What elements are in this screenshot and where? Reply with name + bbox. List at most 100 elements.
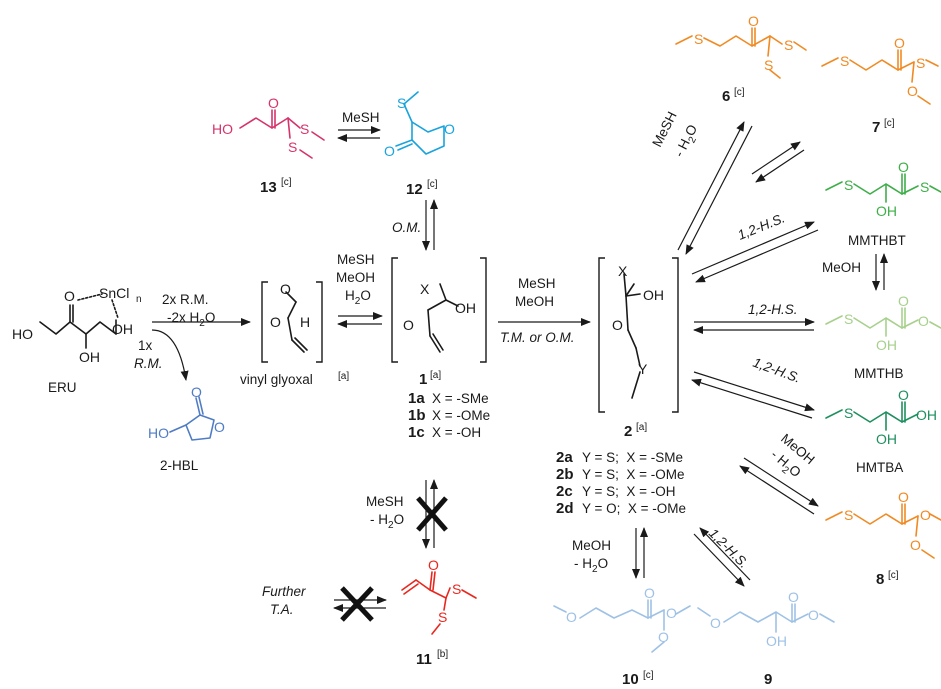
hmtba-structure: S O OH OH	[825, 387, 937, 447]
cond-2-mmthbt-hs: 1,2-H.S.	[736, 210, 788, 242]
c8-atom-s: S	[844, 507, 853, 523]
vinyl-glyoxal-structure: O H O	[270, 281, 310, 353]
c13-note: [c]	[281, 177, 292, 188]
c2d-id: 2d	[556, 500, 574, 517]
c12-structure: S O O	[384, 91, 455, 159]
eru-atom-oh: OH	[79, 349, 100, 365]
c2-atom-y: Y	[638, 361, 648, 377]
vinyl-glyoxal-label: vinyl glyoxal	[240, 372, 313, 387]
cross-11-further-b	[340, 586, 374, 622]
c10-atom-o1: O	[566, 609, 577, 625]
c1-variant-list: 1a X = -SMe 1b X = -OMe 1c X = -OH	[408, 390, 490, 441]
vg-bracket-right	[316, 281, 323, 363]
vg-atom-h: H	[300, 314, 310, 330]
c12-label: 12	[406, 181, 423, 198]
mmthbt-atom-o: O	[898, 159, 909, 175]
hmtba-label: HMTBA	[856, 460, 903, 475]
arrow-2-to-9	[693, 533, 745, 587]
c11-atom-o: O	[428, 557, 439, 573]
c8-atom-o: O	[898, 489, 909, 505]
c12-atom-s: S	[397, 95, 406, 111]
c8-atom-o2: O	[920, 507, 931, 523]
c1a-id: 1a	[408, 390, 425, 407]
c11-note: [b]	[437, 649, 448, 660]
cond-2-hmtba-hs: 1,2-H.S.	[751, 355, 803, 386]
cross-1-11-b	[416, 496, 448, 532]
c1b-text: X = -OMe	[432, 408, 490, 423]
hmtba-atom-oh1: OH	[916, 407, 937, 423]
vg-bracket-left	[261, 281, 268, 363]
c2b-text: Y = S; X = -OMe	[582, 467, 685, 482]
cond-2-mmthb-hs: 1,2-H.S.	[748, 302, 798, 317]
vinyl-glyoxal-note: [a]	[338, 371, 349, 382]
eru-atom-o: O	[64, 288, 75, 304]
c9-atom-o3: O	[808, 607, 819, 623]
vg-atom-o1: O	[280, 281, 291, 297]
eru-atom-oh-sn: OH	[112, 321, 133, 337]
c10-label: 10	[622, 671, 639, 688]
arrow-eru-to-hbl	[151, 329, 189, 381]
cond-vg-1-meoh: MeOH	[336, 270, 375, 285]
c6-atom-o: O	[748, 13, 759, 29]
mmthbt-label: MMTHBT	[848, 233, 906, 248]
cond-eru-hbl-1: 1x	[138, 338, 153, 353]
c10-atom-o4: O	[658, 629, 669, 645]
c1a-text: X = -SMe	[432, 391, 489, 406]
c7-atom-o: O	[894, 35, 905, 51]
c1b-id: 1b	[408, 407, 426, 424]
hbl-atom-ho: HO	[148, 425, 169, 441]
cond-11-further-2: T.A.	[270, 602, 294, 617]
cond-eru-vg-1a: 2x R.M.	[162, 292, 209, 307]
cond-mmthbt-mmthb-meoh: MeOH	[822, 260, 861, 275]
c1-label: 1	[419, 371, 427, 388]
c10-atom-o2: O	[644, 585, 655, 601]
c1-atom-x: X	[420, 281, 430, 297]
mmthbt-structure: S O S OH	[825, 159, 941, 219]
mmthb-atom-s: S	[844, 311, 853, 327]
arrow-2-to-8	[743, 457, 819, 507]
c9-structure: O O O OH	[697, 589, 835, 649]
mmthb-structure: S O O OH	[825, 293, 941, 353]
cond-eru-hbl-2: R.M.	[134, 356, 163, 371]
c12-atom-o: O	[384, 143, 395, 159]
hbl-atom-o-ring: O	[214, 419, 225, 435]
mmthbt-atom-s1: S	[844, 177, 853, 193]
hmtba-atom-o: O	[898, 387, 909, 403]
c8-atom-o3: O	[910, 537, 921, 553]
c13-atom-s1: S	[300, 121, 309, 137]
c2-bracket-right	[672, 257, 679, 413]
c13-structure: HO O S S	[212, 95, 325, 159]
hmtba-atom-oh2: OH	[876, 431, 897, 447]
c11-atom-s1: S	[452, 581, 461, 597]
c2a-text: Y = S; X = -SMe	[582, 450, 683, 465]
cond-vg-1-h2o: H2O	[345, 288, 371, 307]
arrow-9-to-2	[699, 527, 751, 581]
c2-atom-o: O	[612, 317, 623, 333]
c1-structure: X OH O	[403, 281, 476, 353]
hbl-label: 2-HBL	[160, 458, 199, 473]
c10-note: [c]	[643, 670, 654, 681]
c10-structure: O O O O	[553, 585, 691, 653]
mmthb-atom-oh: OH	[876, 337, 897, 353]
c2c-id: 2c	[556, 483, 573, 500]
c8-structure: S O O O	[825, 489, 941, 559]
c2c-text: Y = S; X = -OH	[582, 484, 676, 499]
c1c-id: 1c	[408, 424, 425, 441]
c2a-id: 2a	[556, 449, 573, 466]
c7-label: 7	[872, 119, 880, 136]
cond-12-1-om: O.M.	[392, 220, 421, 235]
c13-label: 13	[260, 179, 277, 196]
c6-atom-s3: S	[764, 57, 773, 73]
cond-2-6-h2o: - H2O	[671, 122, 703, 161]
c7-note: [c]	[884, 118, 895, 129]
c7-atom-s2: S	[916, 55, 925, 71]
cond-1-2-tm-om: T.M. or O.M.	[500, 330, 575, 345]
eru-label: ERU	[48, 380, 77, 395]
arrow-hmtba-to-2	[691, 378, 813, 419]
cond-1-2-meSH: MeSH	[518, 276, 556, 291]
eru-atom-n: n	[136, 294, 142, 305]
c6-label: 6	[722, 88, 730, 105]
cond-11-further-1: Further	[262, 584, 306, 599]
c2-label: 2	[624, 423, 632, 440]
